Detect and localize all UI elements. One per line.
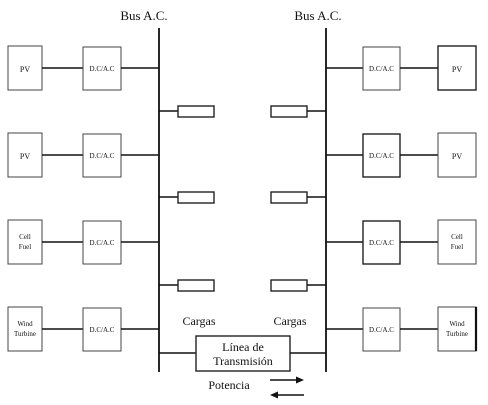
right-row-3: D.C/A.C Cell Fuel [326,219,477,265]
bus-left-label: Bus A.C. [120,8,167,23]
left-source-box-3 [7,219,43,265]
transmission-label-line2: Transmisión [213,354,273,368]
right-load-box-2 [270,191,308,204]
left-load-box-1 [177,105,215,118]
right-source-label-3a: Cell [451,233,463,241]
power-arrow-left-icon [270,391,304,399]
power-arrow-right-icon [270,376,304,384]
left-row-3: Cell Fuel D.C/A.C [7,219,159,265]
loads-right-label: Cargas [273,314,306,328]
left-converter-box-1 [82,46,122,91]
right-source-label-4a: Wind [449,320,465,328]
left-converter-box-4 [82,307,122,352]
left-converter-box-3 [82,220,122,265]
right-converter-box-3 [362,220,401,265]
right-converter-label-1: D.C/A.C [369,65,394,73]
loads-left-label: Cargas [182,314,215,328]
left-source-label-2: PV [20,152,30,161]
transmission-line: Línea de Transmisión [159,335,326,372]
transmission-label-line1: Línea de [222,340,264,354]
right-source-label-2: PV [452,152,462,161]
right-load-box-3 [270,279,308,292]
left-source-label-4b: Turbine [14,330,36,338]
right-loads [270,105,326,292]
right-source-label-1: PV [452,65,462,74]
power-label: Potencia [208,378,250,392]
left-load-box-2 [177,191,215,204]
right-row-1: D.C/A.C PV [326,45,477,91]
left-source-box-4 [7,306,43,352]
left-source-label-3a: Cell [19,233,31,241]
right-source-label-3b: Fuel [451,243,464,251]
right-row-4: D.C/A.C Wind Turbine [326,306,478,352]
left-converter-label-2: D.C/A.C [90,152,115,160]
left-source-label-1: PV [20,65,30,74]
left-source-label-3b: Fuel [19,243,32,251]
left-row-4: Wind Turbine D.C/A.C [7,306,159,352]
right-source-label-4b: Turbine [446,330,468,338]
left-source-label-4a: Wind [17,320,33,328]
left-row-1: PV D.C/A.C [7,45,159,91]
right-converter-box-2 [362,133,401,178]
right-load-box-1 [270,105,308,118]
right-source-box-4 [437,306,477,352]
right-converter-label-2: D.C/A.C [369,152,394,160]
right-source-box-2 [437,132,477,178]
left-converter-label-4: D.C/A.C [90,326,115,334]
left-load-box-3 [177,279,215,292]
transmission-line-box [195,335,291,372]
left-converter-label-3: D.C/A.C [90,239,115,247]
right-row-2: D.C/A.C PV [326,132,477,178]
right-converter-label-4: D.C/A.C [369,326,394,334]
right-converter-label-3: D.C/A.C [369,239,394,247]
left-converter-label-1: D.C/A.C [90,65,115,73]
left-row-2: PV D.C/A.C [7,132,159,178]
left-loads [159,105,215,292]
right-source-box-3 [437,219,477,265]
bus-right-label: Bus A.C. [294,8,341,23]
right-source-box-1 [437,45,477,91]
left-source-box-2 [7,132,43,178]
right-converter-box-1 [362,46,401,91]
